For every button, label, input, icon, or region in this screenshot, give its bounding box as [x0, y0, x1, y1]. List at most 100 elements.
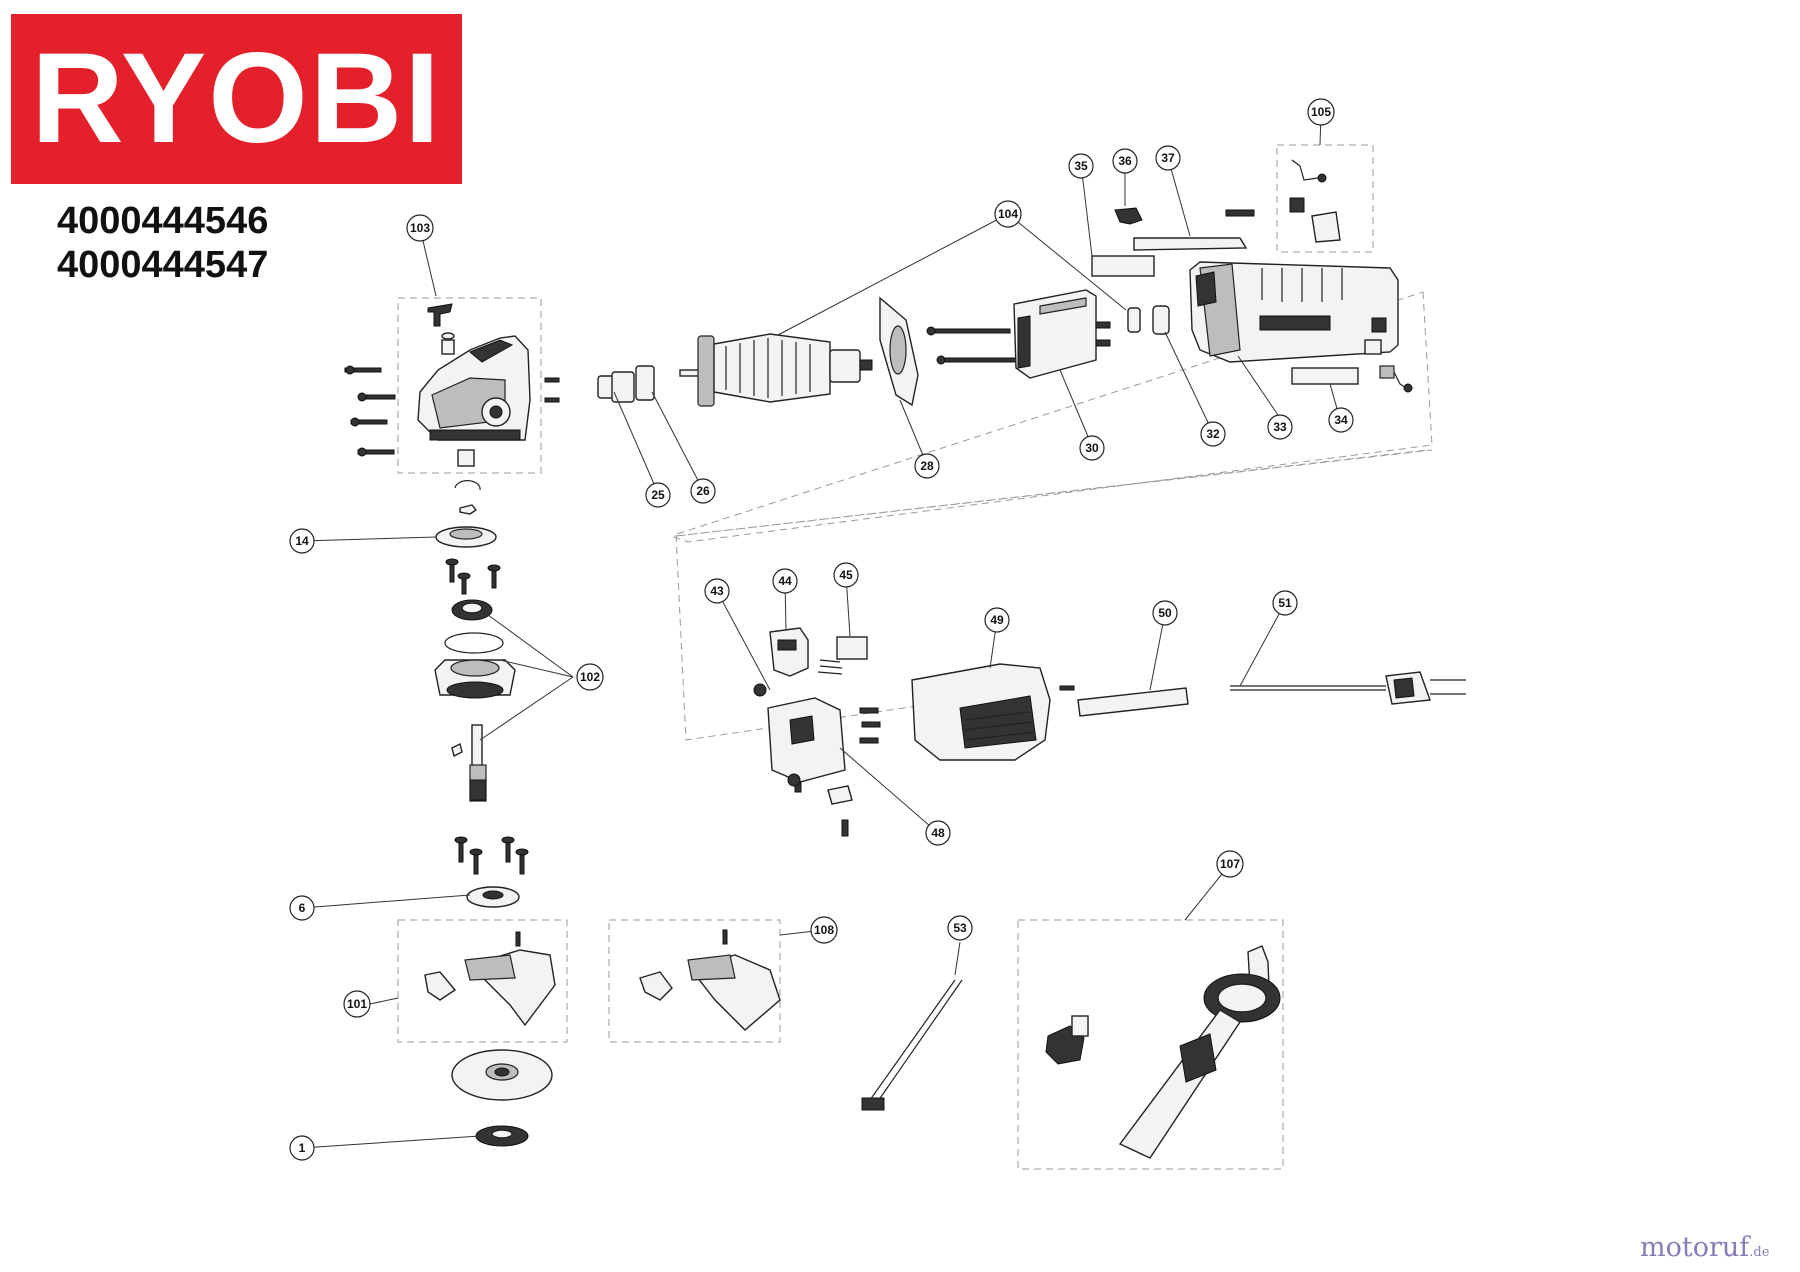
lock-off-button	[1114, 207, 1143, 225]
callout-104: 104	[994, 200, 1022, 228]
callout-44: 44	[772, 568, 798, 594]
flange-nut	[475, 1125, 529, 1147]
bearing-flange	[434, 659, 516, 699]
armature-bearing	[635, 365, 655, 401]
pinion-gear	[597, 371, 635, 403]
callout-6: 6	[289, 895, 315, 921]
svg-text:44: 44	[778, 574, 792, 588]
handle-screw	[1059, 685, 1075, 691]
bearing-plate	[435, 526, 497, 548]
armature	[679, 333, 873, 407]
svg-text:28: 28	[920, 459, 934, 473]
group-box-108	[608, 919, 781, 1043]
site-watermark: motoruf.de	[1640, 1232, 1769, 1263]
callout-107: 107	[1216, 850, 1244, 878]
stator-screws	[926, 326, 1027, 365]
gear-small	[459, 504, 478, 515]
svg-text:108: 108	[814, 923, 834, 937]
svg-text:25: 25	[651, 488, 665, 502]
model-number-1: 4000444546	[57, 200, 269, 242]
svg-text:6: 6	[299, 901, 306, 915]
group-box-105	[1276, 144, 1374, 253]
callout-103: 103	[406, 214, 434, 242]
spindle-shaft	[451, 724, 487, 802]
svg-text:43: 43	[710, 584, 724, 598]
gear-head-housing	[417, 335, 531, 441]
grinding-disc	[451, 1049, 553, 1101]
callout-35: 35	[1068, 153, 1094, 179]
capacitor	[817, 636, 868, 675]
callout-30: 30	[1079, 435, 1105, 461]
cord-guard	[1077, 687, 1189, 717]
group-box-divider	[675, 449, 1433, 537]
switch-assembly	[767, 697, 846, 793]
callout-48: 48	[925, 820, 951, 846]
svg-text:26: 26	[696, 484, 710, 498]
svg-text:50: 50	[1158, 606, 1172, 620]
svg-text:103: 103	[410, 221, 430, 235]
side-handle	[1118, 945, 1281, 1159]
callout-37: 37	[1155, 145, 1181, 171]
callout-53: 53	[947, 915, 973, 941]
retaining-ring	[454, 480, 481, 491]
svg-text:37: 37	[1161, 151, 1175, 165]
svg-text:33: 33	[1273, 420, 1287, 434]
svg-text:1: 1	[299, 1141, 306, 1155]
svg-text:32: 32	[1206, 427, 1220, 441]
motor-housing	[1189, 261, 1399, 363]
carbon-brush-set	[1289, 159, 1413, 393]
callout-34: 34	[1328, 407, 1354, 433]
model-number-2: 4000444547	[57, 244, 269, 286]
callout-49: 49	[984, 607, 1010, 633]
callout-36: 36	[1112, 148, 1138, 174]
svg-text:14: 14	[295, 534, 309, 548]
bearing-small	[457, 449, 475, 467]
svg-text:48: 48	[931, 826, 945, 840]
switch-module	[769, 627, 809, 677]
switch-spring	[1225, 209, 1255, 217]
callout-33: 33	[1267, 414, 1293, 440]
power-cord	[1230, 671, 1466, 705]
warning-label	[1091, 255, 1155, 277]
svg-text:51: 51	[1278, 596, 1292, 610]
callout-26: 26	[690, 478, 716, 504]
spindle-lock-button	[427, 303, 455, 355]
callout-45: 45	[833, 562, 859, 588]
svg-text:107: 107	[1220, 857, 1240, 871]
rear-handle	[911, 663, 1051, 761]
switch-rod	[1133, 237, 1248, 251]
svg-text:105: 105	[1311, 105, 1331, 119]
cutting-guard	[639, 929, 781, 1031]
callout-105: 105	[1307, 98, 1335, 126]
cable-tie	[861, 979, 963, 1111]
group-box-103	[397, 297, 542, 474]
callout-32: 32	[1200, 421, 1226, 447]
callout-50: 50	[1152, 600, 1178, 626]
callout-1: 1	[289, 1135, 315, 1161]
flange-screws	[454, 836, 529, 875]
svg-text:34: 34	[1334, 413, 1348, 427]
spindle-bearing	[451, 599, 493, 621]
callout-101: 101	[343, 990, 371, 1018]
callout-43: 43	[704, 578, 730, 604]
svg-text:45: 45	[839, 568, 853, 582]
callout-25: 25	[645, 482, 671, 508]
callout-14: 14	[289, 528, 315, 554]
svg-text:49: 49	[990, 613, 1004, 627]
svg-text:53: 53	[953, 921, 967, 935]
svg-text:102: 102	[580, 670, 600, 684]
svg-text:104: 104	[998, 207, 1018, 221]
group-box-101	[397, 919, 568, 1043]
svg-text:35: 35	[1074, 159, 1088, 173]
wheel-guard	[424, 931, 556, 1027]
side-handle-knob	[1045, 1015, 1089, 1065]
svg-text:101: 101	[347, 997, 367, 1011]
watermark-tld: .de	[1749, 1245, 1770, 1260]
o-ring	[444, 632, 504, 654]
cable-clamps	[753, 683, 881, 837]
group-box-107	[1017, 919, 1284, 1170]
svg-text:36: 36	[1118, 154, 1132, 168]
fan-baffle	[879, 296, 919, 407]
